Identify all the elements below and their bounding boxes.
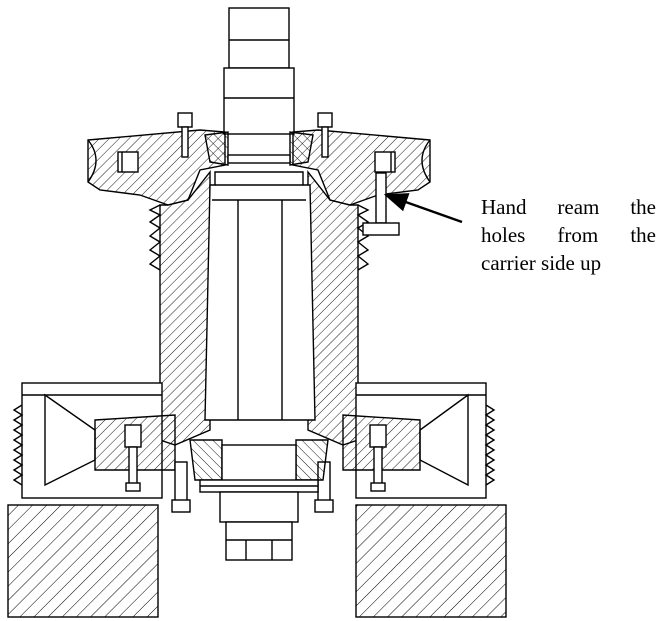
annotation-line-1: Hand ream the [481, 195, 656, 219]
leader-arrow [383, 193, 463, 224]
shaft-bottom [219, 491, 299, 561]
base-block-right [355, 504, 507, 618]
main-housing [148, 169, 370, 446]
lower-pulley-right [342, 382, 496, 499]
outline-group [7, 7, 507, 618]
base-block-left [7, 504, 159, 618]
lower-bearing [189, 439, 329, 493]
annotation-line-3: carrier side up [481, 251, 602, 275]
annotation-line-2: holes from the [481, 223, 656, 247]
shaft-top [223, 7, 295, 135]
upper-carrier-flange [87, 112, 431, 206]
upper-bearing [204, 131, 314, 166]
inner-spindle [204, 171, 316, 421]
annotation-text: Hand ream the holes from the carrier sid… [481, 193, 656, 277]
lower-pulley-left [12, 382, 176, 499]
